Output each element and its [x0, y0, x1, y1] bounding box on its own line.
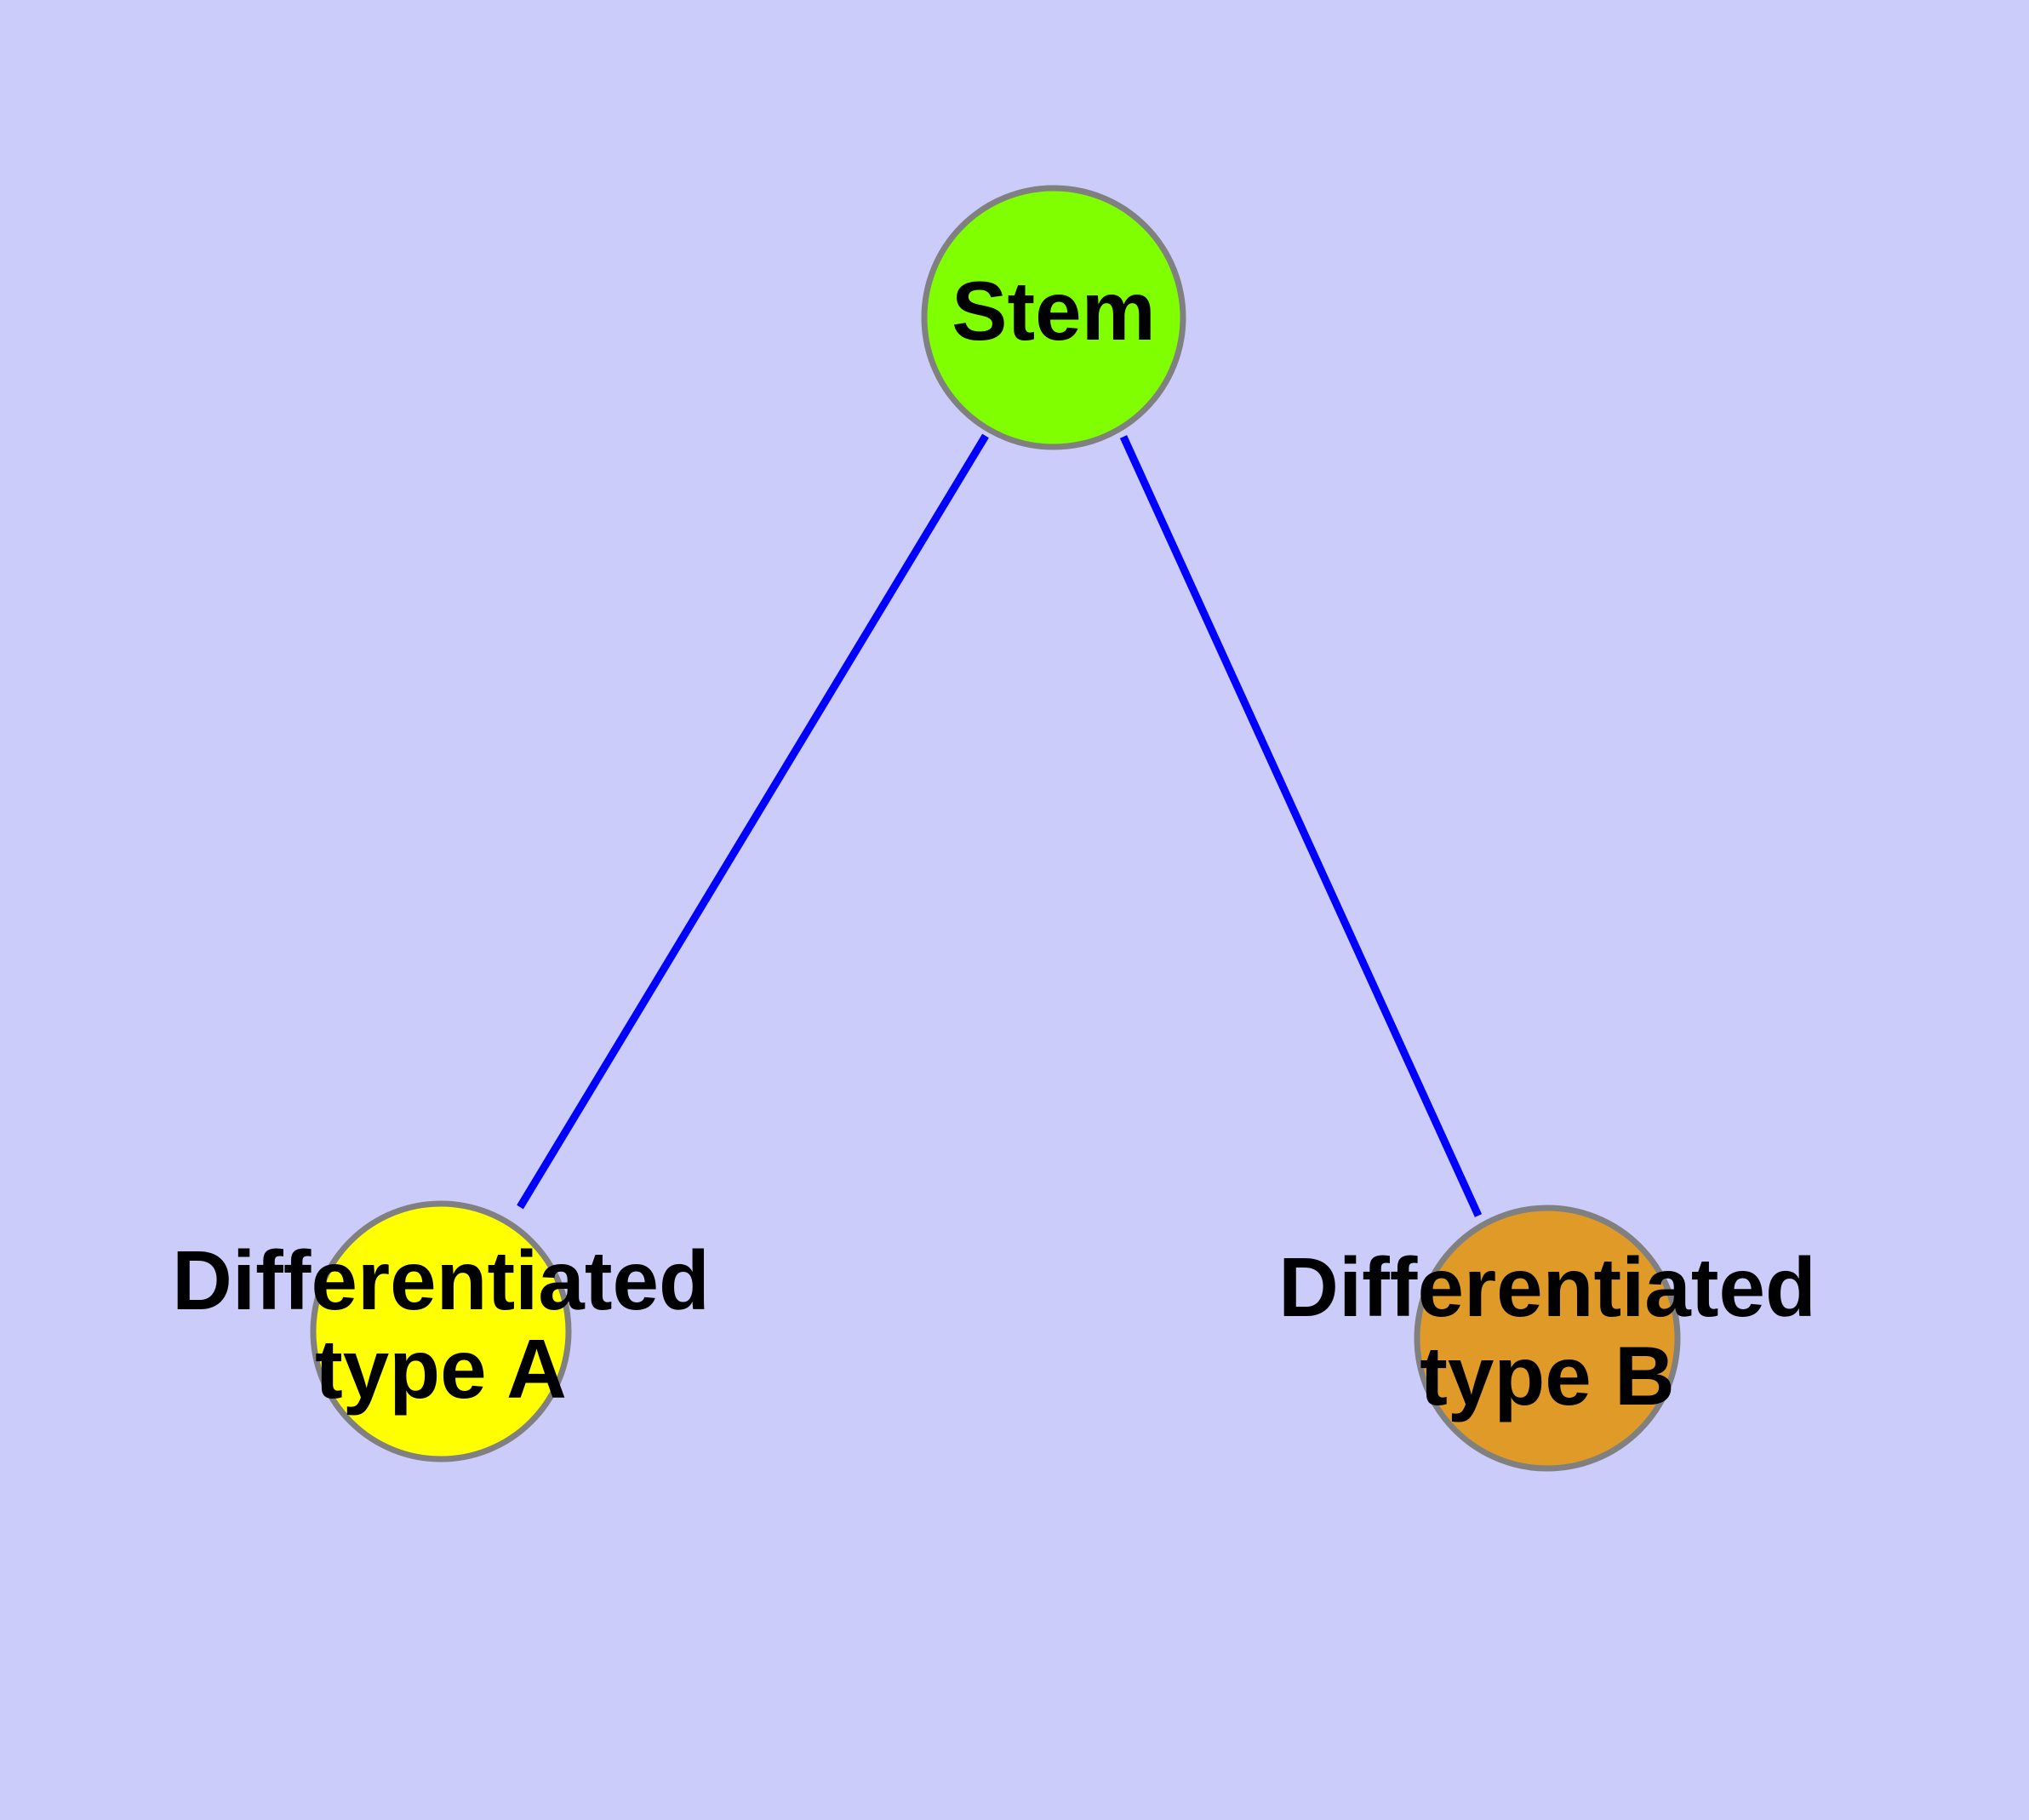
node-stem[interactable]	[921, 185, 1186, 450]
edge-layer	[517, 433, 1483, 1217]
node-layer	[310, 185, 1681, 1472]
node-differentiated-type-b[interactable]	[1414, 1205, 1681, 1472]
node-differentiated-type-a[interactable]	[310, 1200, 572, 1462]
edge-stem-to-differentiated-type-b[interactable]	[1119, 435, 1483, 1217]
edge-stem-to-differentiated-type-a[interactable]	[517, 433, 989, 1210]
node-label-stem: Stem	[952, 264, 1156, 358]
